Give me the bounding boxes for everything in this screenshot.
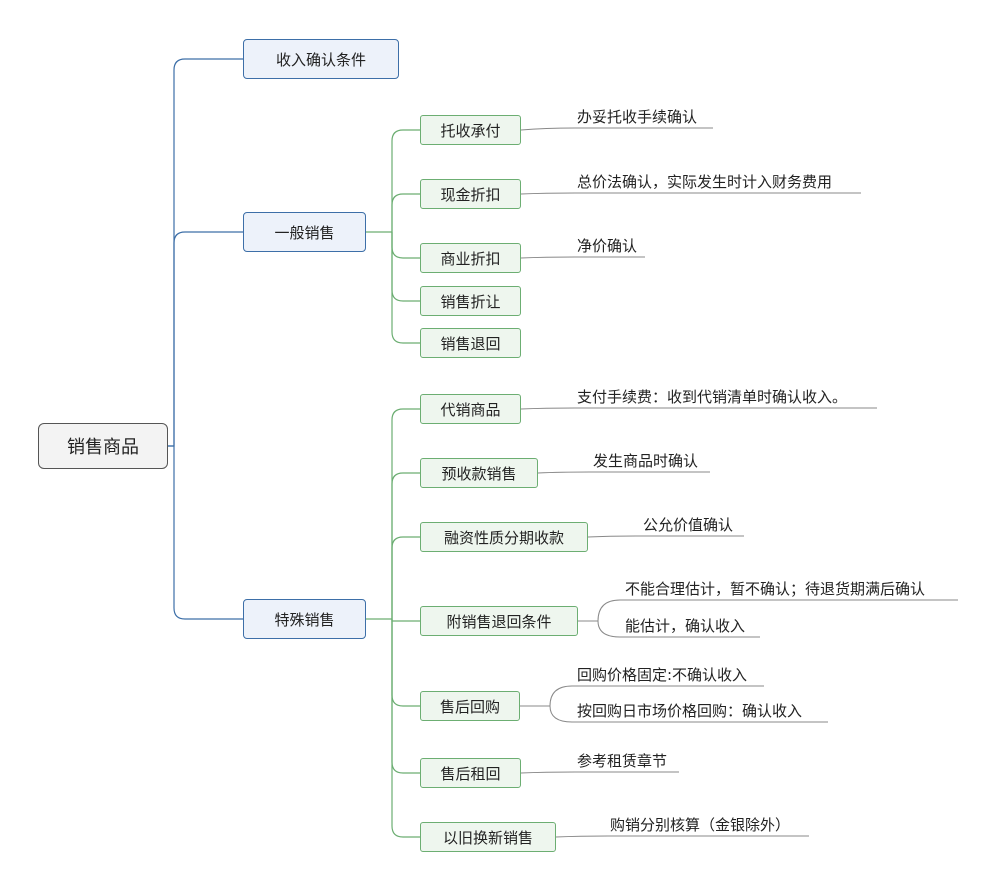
subtopic-label: 售后回购 (439, 697, 500, 716)
leaf-consignment-note[interactable]: 支付手续费：收到代销清单时确认收入。 (577, 388, 848, 406)
subtopic-label: 预收款销售 (441, 464, 517, 483)
subtopic-label: 附销售退回条件 (446, 612, 552, 631)
subtopic-label: 现金折扣 (440, 185, 501, 204)
subtopic-label: 托收承付 (440, 121, 501, 140)
leaf-advance-note[interactable]: 发生商品时确认 (593, 452, 699, 470)
subtopic-cash-discount[interactable]: 现金折扣 (420, 179, 521, 209)
subtopic-trade-discount[interactable]: 商业折扣 (420, 243, 521, 273)
leaf-leaseback-note[interactable]: 参考租赁章节 (577, 752, 668, 770)
subtopic-returns[interactable]: 销售退回 (420, 328, 521, 358)
subtopic-financing[interactable]: 融资性质分期收款 (420, 522, 588, 552)
leaf-collection-note[interactable]: 办妥托收手续确认 (577, 108, 698, 126)
leaf-buyback-note-a[interactable]: 回购价格固定:不确认收入 (577, 666, 748, 684)
subtopic-label: 商业折扣 (440, 249, 501, 268)
topic-label: 收入确认条件 (275, 50, 366, 69)
subtopic-buyback[interactable]: 售后回购 (420, 691, 520, 721)
root-label: 销售商品 (67, 437, 139, 458)
leaf-cash-discount-note[interactable]: 总价法确认，实际发生时计入财务费用 (577, 173, 833, 191)
subtopic-label: 融资性质分期收款 (443, 528, 564, 547)
subtopic-label: 销售退回 (440, 334, 501, 353)
leaf-return-note-b[interactable]: 能估计，确认收入 (625, 617, 746, 635)
leaf-buyback-note-b[interactable]: 按回购日市场价格回购：确认收入 (577, 702, 803, 720)
topic-revenue-conditions[interactable]: 收入确认条件 (243, 39, 399, 79)
subtopic-consignment[interactable]: 代销商品 (420, 394, 521, 424)
topic-special-sale[interactable]: 特殊销售 (243, 599, 366, 639)
subtopic-tradein[interactable]: 以旧换新销售 (420, 822, 556, 852)
topic-label: 一般销售 (274, 223, 335, 242)
special-connectors (366, 408, 420, 838)
subtopic-label: 代销商品 (440, 400, 501, 419)
subtopic-advance[interactable]: 预收款销售 (420, 458, 538, 488)
subtopic-label: 以旧换新销售 (442, 828, 533, 847)
leaf-tradein-note[interactable]: 购销分别核算（金银除外） (610, 816, 791, 834)
topic-general-sale[interactable]: 一般销售 (243, 212, 366, 252)
leaf-financing-note[interactable]: 公允价值确认 (643, 516, 734, 534)
general-connectors (366, 129, 420, 344)
leaf-connectors (520, 127, 958, 838)
root-connectors (168, 58, 243, 620)
root-node[interactable]: 销售商品 (38, 423, 168, 469)
subtopic-leaseback[interactable]: 售后租回 (420, 758, 521, 788)
subtopic-label: 销售折让 (440, 292, 501, 311)
subtopic-collection[interactable]: 托收承付 (420, 115, 521, 145)
subtopic-allowance[interactable]: 销售折让 (420, 286, 521, 316)
subtopic-return-condition[interactable]: 附销售退回条件 (420, 606, 578, 636)
leaf-return-note-a[interactable]: 不能合理估计，暂不确认；待退货期满后确认 (625, 580, 926, 598)
subtopic-label: 售后租回 (440, 764, 501, 783)
leaf-trade-discount-note[interactable]: 净价确认 (577, 237, 638, 255)
topic-label: 特殊销售 (274, 610, 335, 629)
